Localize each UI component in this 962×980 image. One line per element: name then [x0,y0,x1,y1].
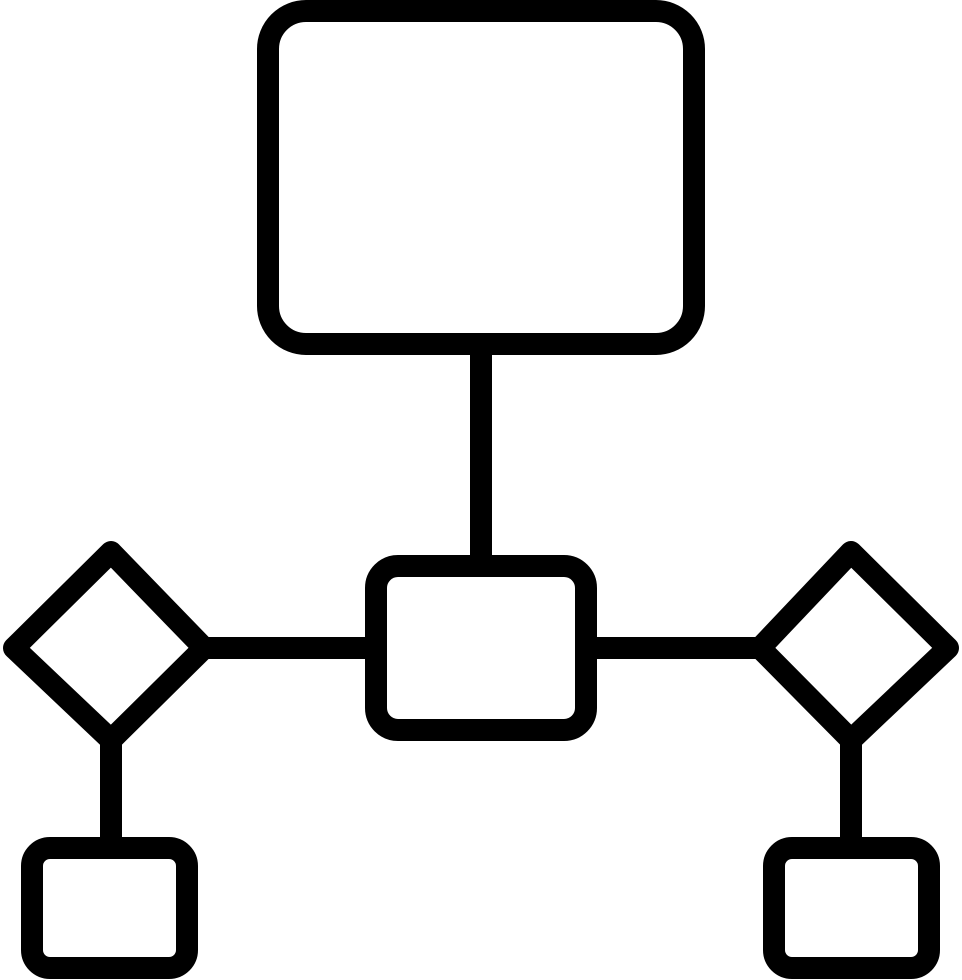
left-decision-diamond [3,541,215,751]
right-decision-diamond [749,541,959,751]
bottom-right-node [763,837,940,979]
hub-node [365,555,597,741]
bottom-left-node [21,837,198,979]
top-node [257,0,705,355]
